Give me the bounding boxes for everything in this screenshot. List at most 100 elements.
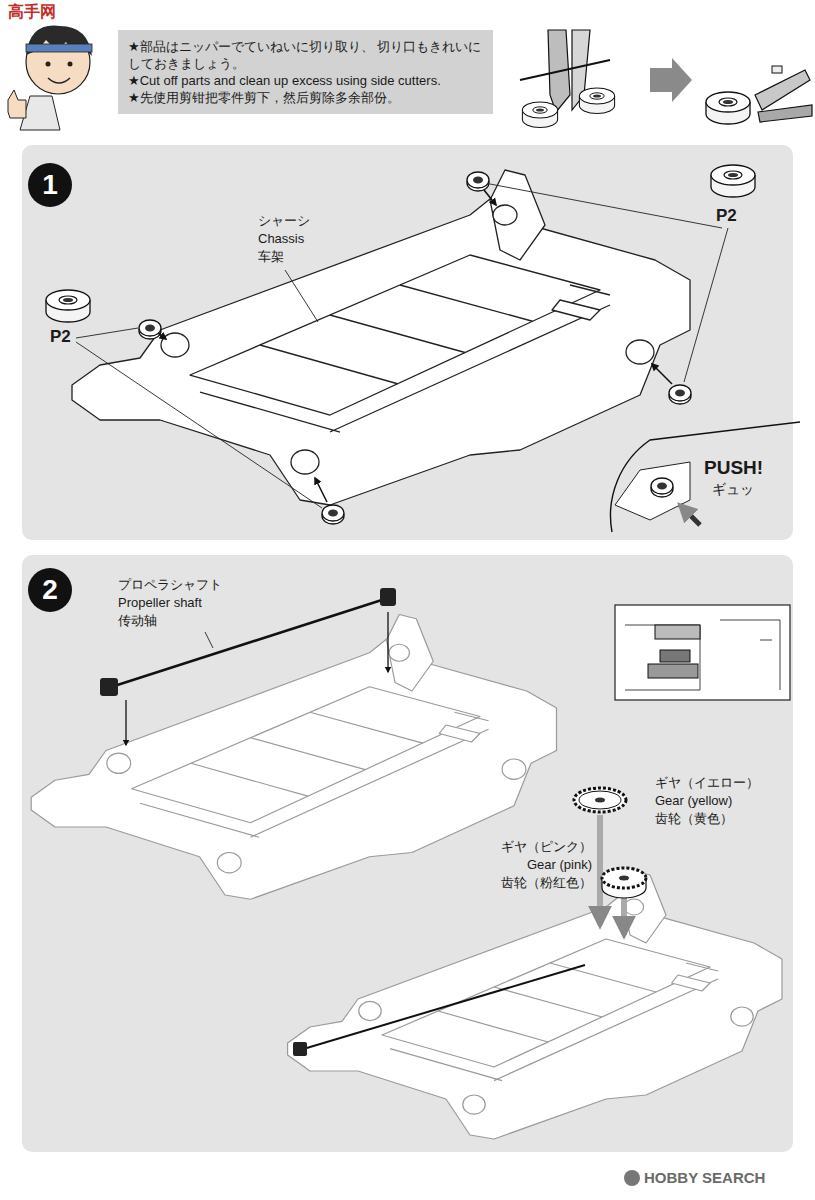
part-name: Chassis (258, 230, 304, 247)
action-text: PUSH! (704, 456, 763, 479)
step-number: 1 (28, 163, 72, 207)
insert-arrow (652, 364, 672, 384)
cutter-illustration (772, 66, 782, 73)
cutter-illustration (520, 60, 610, 80)
propeller-shaft (100, 588, 396, 696)
gear-inset (655, 625, 700, 639)
gear-yellow (595, 798, 605, 803)
cutter-illustration (579, 88, 614, 114)
chassis-drawing (72, 170, 690, 505)
cutter-illustration (520, 30, 812, 128)
step-panel (22, 145, 793, 540)
cutter-illustration (706, 92, 750, 124)
gear-pink (602, 868, 646, 898)
insert-arrow (315, 478, 327, 502)
leader-line (76, 342, 322, 508)
note-box: ★部品はニッパーでていねいに切り取り、 切り口もきれいにしておきましょう。★Cu… (118, 30, 493, 114)
part-name: 传动轴 (118, 612, 157, 629)
part-name: 齿轮（粉红色） (501, 874, 592, 891)
bearing-part (139, 320, 161, 339)
part-icon (711, 165, 755, 197)
part-name: 车架 (258, 248, 284, 265)
insert-arrow (484, 190, 496, 205)
leader-line (684, 228, 728, 382)
cutter-illustration (522, 102, 557, 128)
chassis-drawing (31, 615, 556, 900)
chassis-drawing (72, 170, 690, 505)
gear-inset (648, 664, 698, 678)
mascot-figure (8, 26, 92, 130)
part-name: 齿轮（黄色） (655, 810, 733, 827)
gear-inset (615, 605, 790, 700)
push-inset (615, 462, 690, 520)
propeller-shaft (380, 588, 396, 606)
gear-inset (615, 605, 790, 700)
push-inset (611, 422, 800, 532)
bearing-part (669, 385, 691, 404)
insert-arrow (125, 700, 126, 745)
gear-pink (619, 876, 629, 881)
part-icon (46, 290, 90, 322)
cutter-illustration (650, 58, 692, 102)
leader-line (490, 184, 722, 228)
chassis-drawing (31, 615, 556, 900)
note-text: ★Cut off parts and clean up excess using… (128, 72, 483, 89)
cutter-illustration (758, 105, 812, 122)
step-number: 2 (28, 568, 72, 612)
bearing-part (467, 172, 489, 191)
gear-inset (660, 650, 690, 662)
note-text: ★先使用剪钳把零件剪下，然后剪除多余部份。 (128, 89, 483, 106)
step-panel (22, 555, 793, 1152)
push-inset (651, 478, 673, 497)
push-inset (611, 422, 800, 532)
part-name: シャーシ (258, 212, 310, 229)
cutter-illustration (522, 102, 557, 128)
leader-line (285, 270, 318, 322)
insert-arrow (158, 333, 166, 339)
mascot-figure (26, 44, 92, 52)
mascot-figure (46, 62, 51, 67)
propeller-shaft (108, 598, 388, 688)
mascot-figure (8, 90, 26, 118)
watermark-logo (624, 1170, 640, 1186)
leader-line (76, 328, 138, 338)
part-number: P2 (50, 326, 71, 347)
gear-yellow (579, 791, 621, 809)
gear-yellow (574, 788, 626, 812)
gear-pink (602, 868, 646, 888)
push-inset (680, 505, 700, 525)
part-name: Gear (pink) (527, 856, 592, 873)
part-name: プロペラシャフト (118, 576, 222, 593)
step-label: 1 (42, 169, 58, 201)
mascot-figure (68, 62, 73, 67)
watermark-logo (624, 1170, 640, 1186)
insert-arrow (158, 190, 672, 502)
insert-arrow (597, 815, 603, 925)
part-name: ギヤ（ピンク） (501, 838, 592, 855)
propeller-shaft (293, 965, 585, 1056)
mascot-figure (26, 26, 92, 56)
part-icon (46, 165, 755, 322)
gear-yellow (574, 788, 626, 812)
note-text: ★部品はニッパーでていねいに切り取り、 切り口もきれいにしておきましょう。 (128, 38, 483, 72)
propeller-shaft (293, 1042, 307, 1056)
insert-arrow (387, 612, 388, 672)
bearing-part (139, 172, 691, 524)
part-name: Propeller shaft (118, 594, 202, 611)
part-name: Gear (yellow) (655, 792, 732, 809)
watermark: HOBBY SEARCH (644, 1168, 765, 1187)
mascot-figure (48, 78, 70, 83)
chassis-drawing (288, 871, 782, 1139)
step-label: 2 (42, 574, 58, 606)
gear-inset (625, 620, 780, 690)
bearing-part (322, 505, 344, 524)
cutter-illustration (706, 92, 750, 124)
watermark: 高手网 (8, 2, 56, 22)
action-text: ギュッ (712, 480, 754, 498)
cutter-illustration (755, 70, 810, 110)
part-number: P2 (716, 205, 737, 226)
leader-line (205, 632, 213, 648)
propeller-shaft (100, 678, 118, 696)
part-name: ギヤ（イエロー） (655, 774, 759, 791)
